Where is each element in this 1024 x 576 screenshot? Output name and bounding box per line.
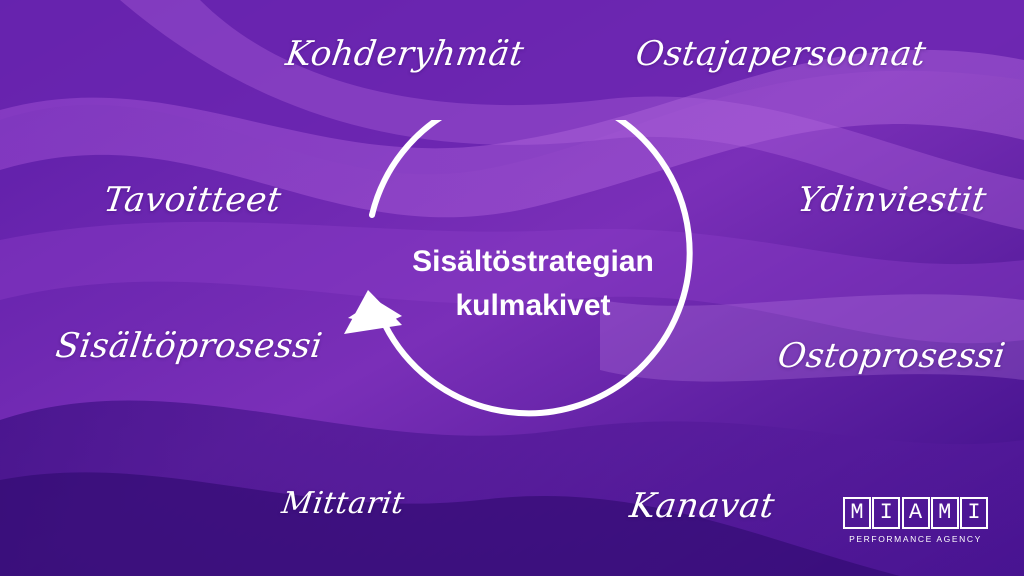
logo-letter: M	[843, 497, 871, 529]
center-title-line2: kulmakivet	[455, 289, 611, 322]
center-title-line1: Sisältöstrategian	[412, 245, 654, 278]
label-kanavat: Kanavat	[627, 486, 778, 526]
label-tavoitteet: Tavoitteet	[101, 180, 284, 220]
miami-logo: M I A M I PERFORMANCE AGENCY	[843, 497, 988, 544]
label-sisaltoprosessi: Sisältöprosessi	[53, 326, 326, 366]
label-kohderyhmat: Kohderyhmät	[283, 34, 527, 74]
center-title: Sisältöstrategian kulmakivet	[388, 240, 678, 328]
logo-tagline: PERFORMANCE AGENCY	[849, 534, 982, 544]
label-ydinviestit: Ydinviestit	[795, 180, 990, 220]
logo-letter: A	[901, 497, 930, 529]
circular-arrow-icon	[344, 120, 693, 417]
label-ostajapersoonat: Ostajapersoonat	[633, 34, 929, 74]
logo-letter: M	[930, 497, 959, 529]
label-mittarit: Mittarit	[279, 486, 407, 521]
logo-wordmark: M I A M I	[843, 497, 988, 529]
logo-letter: I	[960, 497, 988, 529]
label-ostoprosessi: Ostoprosessi	[775, 336, 1009, 376]
logo-letter: I	[872, 497, 901, 529]
